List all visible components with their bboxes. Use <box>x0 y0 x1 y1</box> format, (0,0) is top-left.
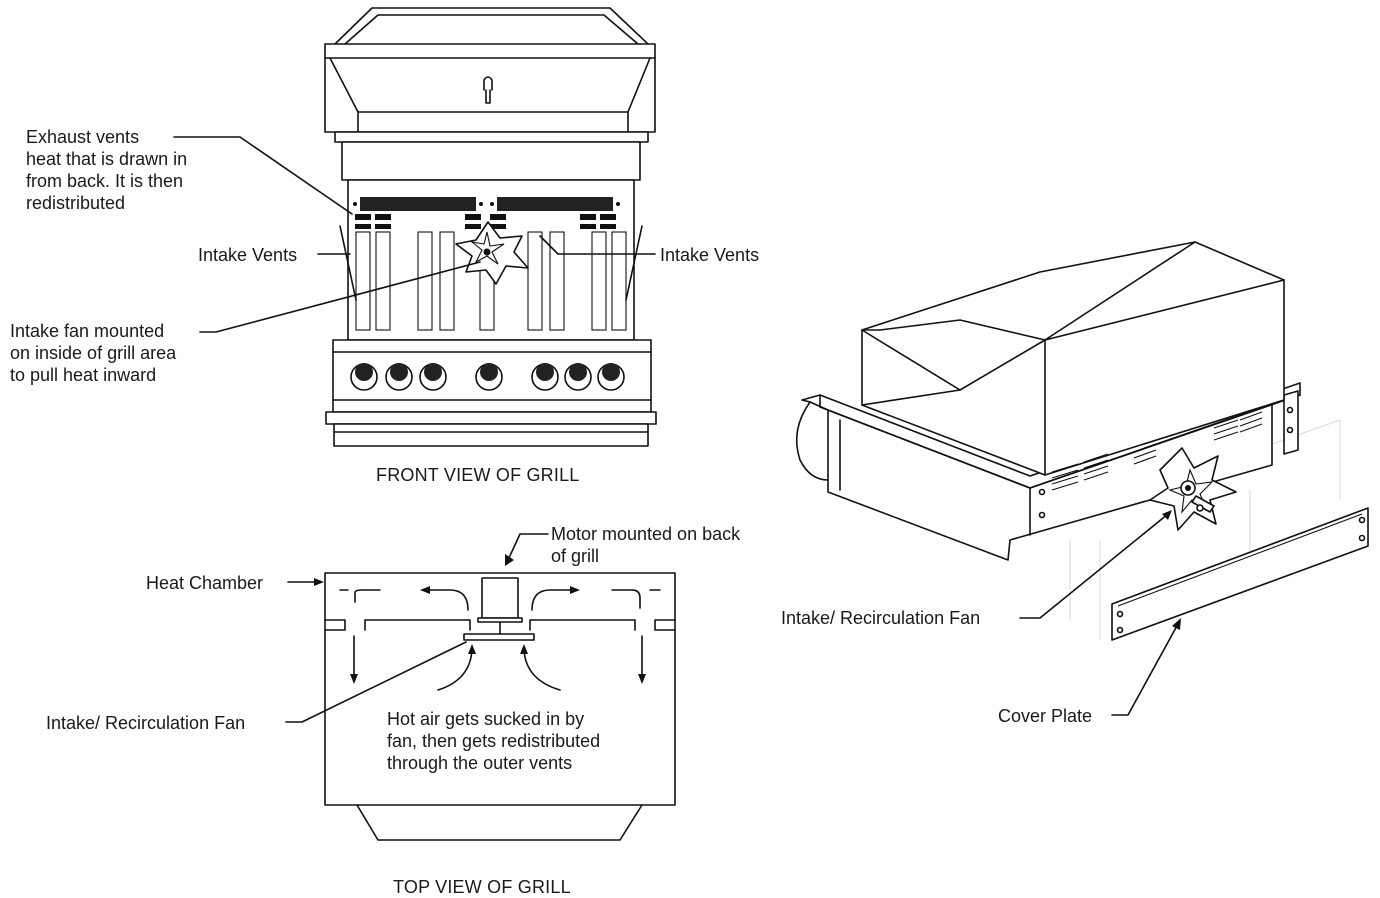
hot-air-label-line-3: through the outer vents <box>387 753 573 773</box>
iso-fan-leader <box>1019 513 1169 619</box>
front-view-grill <box>173 7 657 447</box>
exhaust-vents-label: Exhaust vents heat that is drawn in from… <box>26 126 187 214</box>
intake-vent-slots <box>355 214 616 229</box>
motor-leader <box>507 533 549 561</box>
exhaust-leader <box>173 136 353 215</box>
front-view-caption: FRONT VIEW OF GRILL <box>376 465 580 485</box>
exhaust-vent-left <box>360 197 476 211</box>
top-view-caption: TOP VIEW OF GRILL <box>393 877 571 897</box>
cover-plate-leader <box>1111 623 1179 716</box>
intake-fan-label-line-2: on inside of grill area <box>10 343 177 363</box>
cover-plate-label: Cover Plate <box>998 706 1093 726</box>
top-fan-label: Intake/ Recirculation Fan <box>46 713 246 733</box>
lid-handle <box>334 7 649 45</box>
exhaust-label-line-2: heat that is drawn in <box>26 149 188 169</box>
exhaust-label-line-4: redistributed <box>26 193 126 213</box>
hot-air-label-line-2: fan, then gets redistributed <box>387 731 601 751</box>
fan-hub <box>483 248 491 256</box>
exhaust-label-line-1: Exhaust vents <box>26 127 140 147</box>
intake-vents-left-label: Intake Vents <box>198 245 298 265</box>
recirculation-fan <box>463 633 535 641</box>
hood-latch <box>483 76 493 104</box>
heat-chamber-label: Heat Chamber <box>146 573 264 593</box>
cover-plate <box>1111 507 1369 641</box>
grill-hood <box>861 241 1285 476</box>
motor-label: Motor mounted on back of grill <box>551 523 740 567</box>
fan-leader <box>199 261 481 333</box>
iso-vents <box>1051 411 1263 491</box>
exhaust-label-line-3: from back. It is then <box>26 171 184 191</box>
top-fan-leader <box>285 641 467 723</box>
top-view-grill <box>285 533 676 841</box>
iso-view-grill <box>795 241 1369 716</box>
intake-fan-label-line-3: to pull heat inward <box>10 365 157 385</box>
hot-air-label-line-1: Hot air gets sucked in by <box>387 709 585 729</box>
motor <box>481 577 519 619</box>
motor-label-line-2: of grill <box>551 546 600 566</box>
intake-right-leader <box>539 235 559 255</box>
iso-fan-label: Intake/ Recirculation Fan <box>781 608 981 628</box>
lid-handle-inner <box>344 14 639 45</box>
control-knobs <box>350 363 625 391</box>
motor-label-line-1: Motor mounted on back <box>551 524 741 544</box>
intake-fan-label: Intake fan mounted on inside of grill ar… <box>10 320 176 386</box>
intake-vents-right-label: Intake Vents <box>660 245 760 265</box>
intake-fan-label-line-1: Intake fan mounted <box>10 321 165 341</box>
top-view-front-rail <box>356 804 643 841</box>
exhaust-vent-right <box>497 197 613 211</box>
hot-air-label: Hot air gets sucked in by fan, then gets… <box>387 708 600 774</box>
airflow-arrows <box>339 586 661 691</box>
